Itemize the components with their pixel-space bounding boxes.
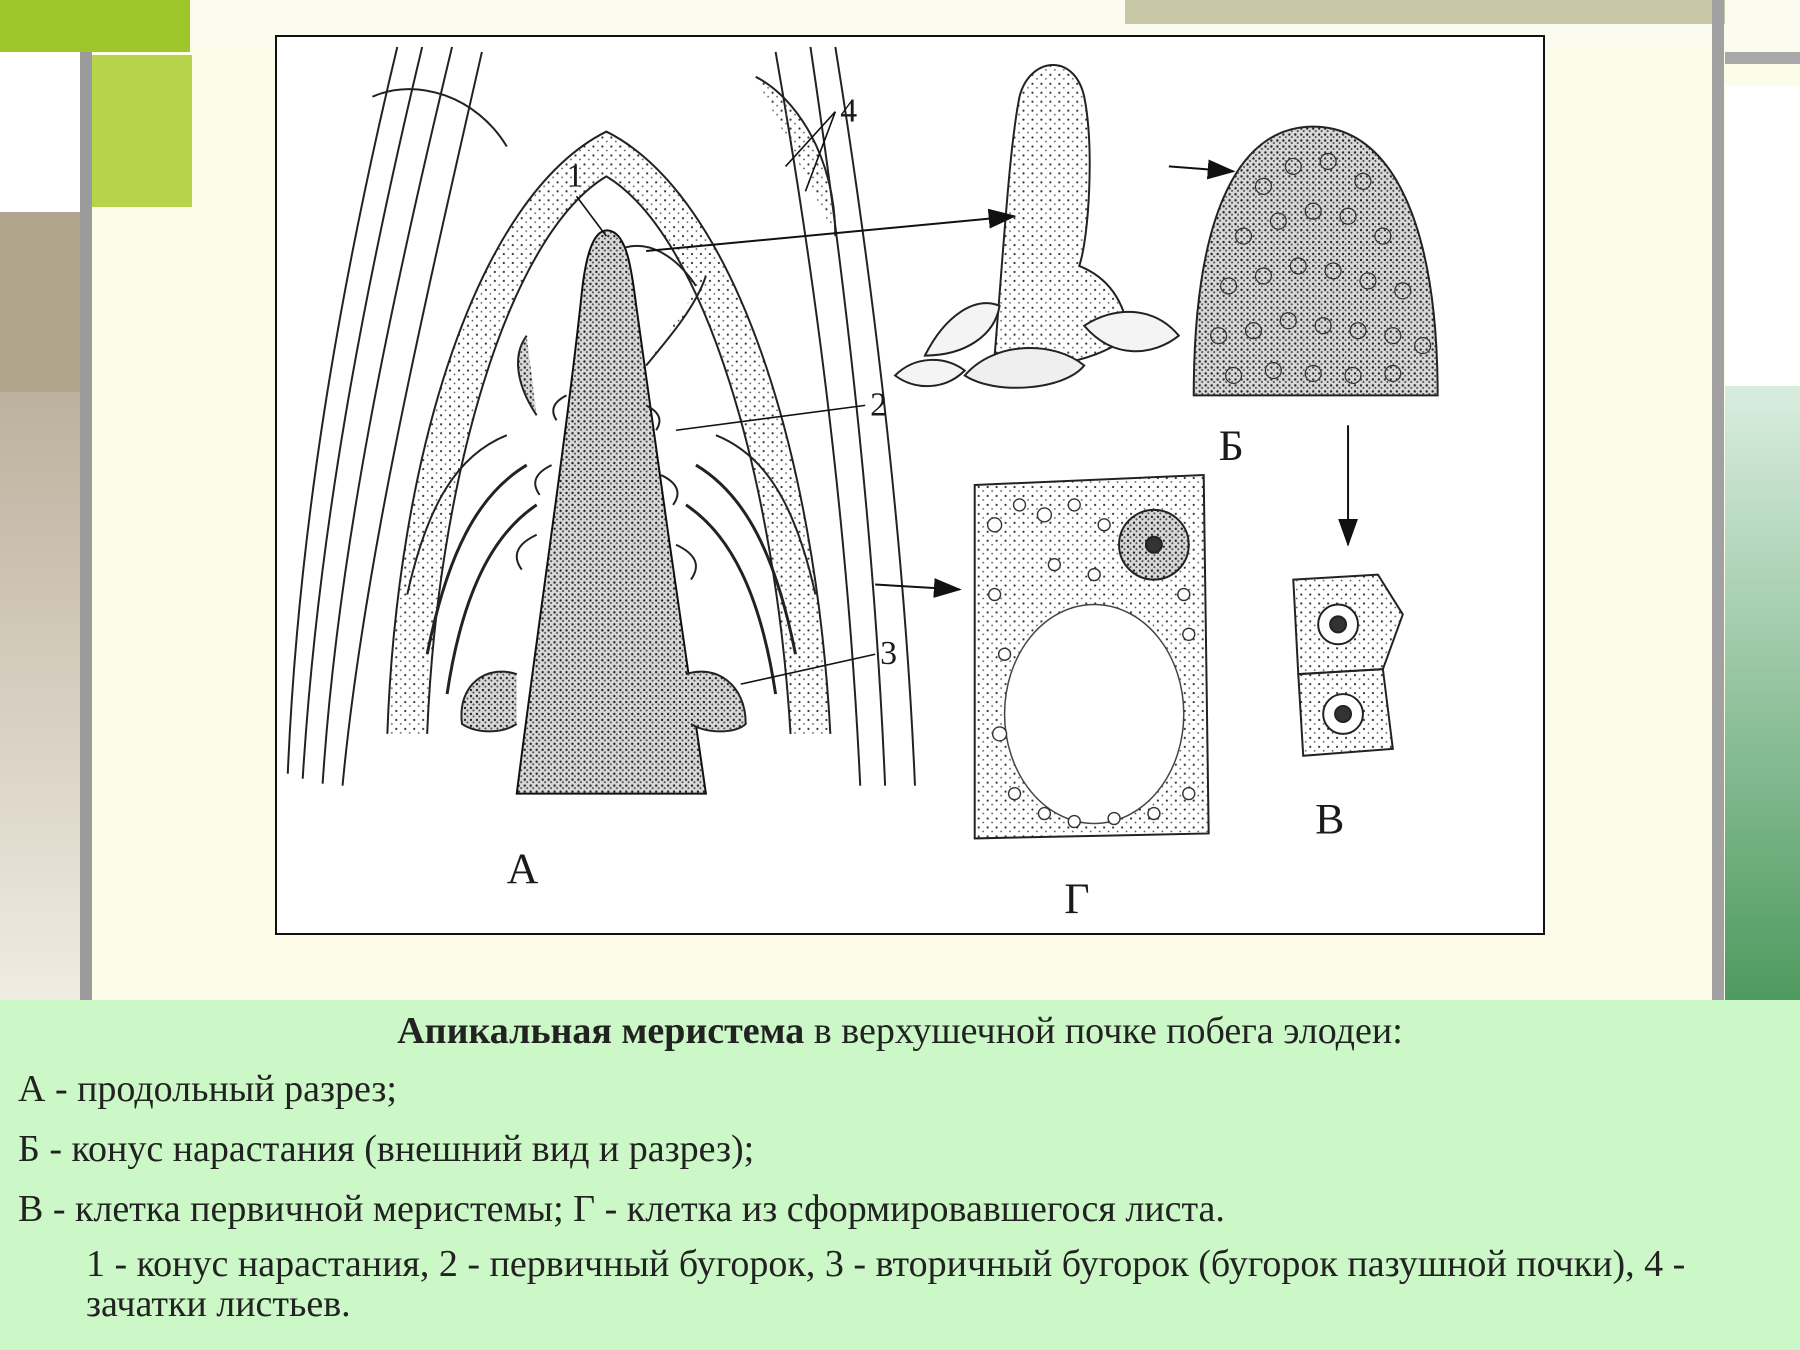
decor-white-block-right	[1725, 86, 1800, 386]
decor-white-block	[0, 52, 80, 212]
decor-tan-gradient	[0, 392, 80, 1002]
callout-number-3: 3	[880, 635, 897, 672]
caption-line-v-g: В - клетка первичной меристемы; Г - клет…	[18, 1188, 1225, 1230]
panel-a-bud-section	[286, 46, 916, 795]
decor-grey-vertical-line-right	[1712, 0, 1724, 1000]
callout-number-1: 1	[567, 157, 584, 194]
decor-grey-horizontal-line	[1725, 52, 1800, 64]
panel-label-b: Б	[1219, 422, 1244, 470]
caption-title: Апикальная меристема в верхушечной почке…	[0, 1012, 1800, 1050]
meristem-figure: 1 2 3 4	[275, 35, 1545, 935]
caption-title-bold: Апикальная меристема	[397, 1010, 805, 1052]
caption-line-a: А - продольный разрез;	[18, 1068, 397, 1110]
callout-line-4a	[784, 111, 836, 167]
callout-line-2	[675, 404, 866, 432]
callout-line-4b	[804, 111, 837, 192]
decor-green-block	[0, 0, 190, 52]
panel-g-leaf-cell	[973, 474, 1210, 840]
arrow-to-panel-g	[875, 578, 962, 598]
leaf-cell-vacuole	[1003, 603, 1185, 825]
panel-v-meristem-cells	[1292, 573, 1404, 757]
caption-band: Апикальная меристема в верхушечной почке…	[0, 1000, 1800, 1350]
decor-top-right-bar	[1125, 0, 1725, 24]
decor-lime-square	[92, 55, 192, 207]
callout-lines	[575, 111, 876, 685]
panel-label-v: В	[1315, 795, 1344, 843]
callout-line-1	[575, 195, 607, 237]
decor-grey-vertical-line	[80, 52, 92, 1000]
arrow-to-panel-b-exterior	[646, 208, 1017, 253]
decor-tan-block	[0, 212, 80, 392]
connecting-arrows	[646, 159, 1358, 598]
callout-number-2: 2	[870, 386, 887, 423]
panel-b-growth-cone	[893, 64, 1439, 397]
meristem-diagram: 1 2 3 4	[286, 46, 1439, 923]
caption-title-rest: в верхушечной почке побега элодеи:	[804, 1010, 1403, 1052]
panel-label-a: А	[507, 845, 539, 893]
callout-line-3	[740, 653, 876, 685]
caption-line-b: Б - конус нарастания (внешний вид и разр…	[18, 1128, 755, 1170]
growth-cone-section	[1192, 125, 1439, 397]
arrow-to-panel-b-section	[1168, 159, 1236, 180]
panel-label-g: Г	[1064, 875, 1089, 923]
caption-legend: 1 - конус нарастания, 2 - первичный буго…	[86, 1243, 1686, 1325]
callout-number-4: 4	[840, 93, 857, 130]
decor-green-gradient-right	[1725, 386, 1800, 1000]
